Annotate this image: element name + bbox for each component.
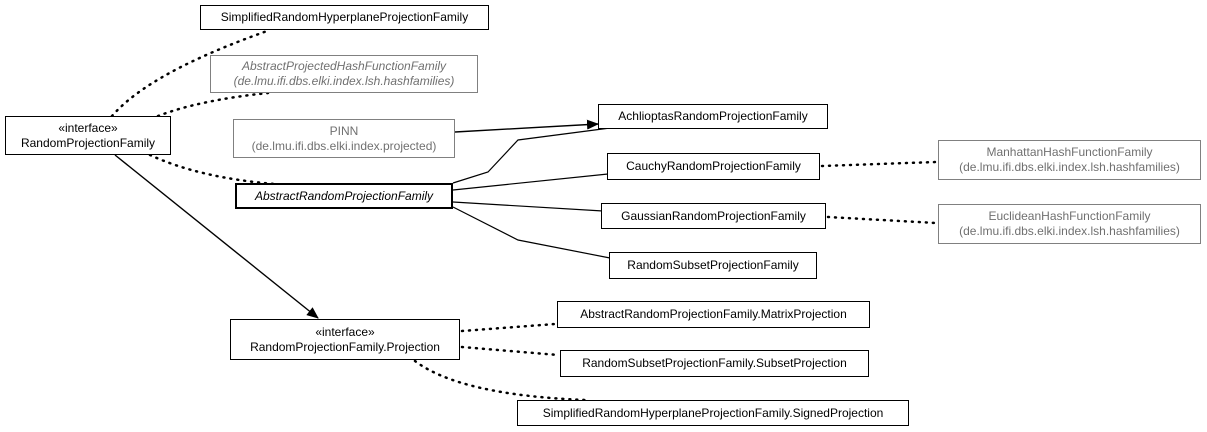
manhattan-hash-name: ManhattanHashFunctionFamily <box>986 145 1153 159</box>
projection-interface-node[interactable]: «interface» RandomProjectionFamily.Proje… <box>230 319 460 360</box>
pinn-node[interactable]: PINN (de.lmu.ifi.dbs.elki.index.projecte… <box>233 119 455 158</box>
random-projection-family-name: RandomProjectionFamily <box>20 135 156 150</box>
abstract-random-projection-label: AbstractRandomProjectionFamily <box>254 188 434 203</box>
projection-interface-name: RandomProjectionFamily.Projection <box>250 339 440 354</box>
euclidean-hash-node[interactable]: EuclideanHashFunctionFamily (de.lmu.ifi.… <box>938 204 1201 244</box>
gaussian-node[interactable]: GaussianRandomProjectionFamily <box>601 203 826 229</box>
edge-rpf-to-abstract-projected-hash <box>156 91 270 118</box>
abstract-projected-hash-node[interactable]: AbstractProjectedHashFunctionFamily (de.… <box>210 55 478 93</box>
gaussian-label: GaussianRandomProjectionFamily <box>621 208 806 223</box>
simplified-hyperplane-label: SimplifiedRandomHyperplaneProjectionFami… <box>220 10 469 24</box>
subset-projection-node[interactable]: RandomSubsetProjectionFamily.SubsetProje… <box>560 350 869 377</box>
edge-arpf-to-achlioptas <box>452 127 611 184</box>
edge-rpf-to-abstract-random-projection <box>148 153 277 186</box>
achlioptas-label: AchlioptasRandomProjectionFamily <box>618 109 808 123</box>
edge-projection-to-subset-projection <box>460 345 560 357</box>
edge-projection-to-signed-projection <box>413 359 587 402</box>
edge-cauchy-to-manhattan-hash <box>820 160 938 168</box>
achlioptas-node[interactable]: AchlioptasRandomProjectionFamily <box>598 104 828 129</box>
edge-arpf-to-cauchy <box>452 173 609 191</box>
abstract-projected-hash-package: (de.lmu.ifi.dbs.elki.index.lsh.hashfamil… <box>233 74 455 88</box>
abstract-random-projection-node[interactable]: AbstractRandomProjectionFamily <box>235 183 453 209</box>
signed-projection-node[interactable]: SimplifiedRandomHyperplaneProjectionFami… <box>517 400 909 426</box>
euclidean-hash-package: (de.lmu.ifi.dbs.elki.index.lsh.hashfamil… <box>959 224 1180 238</box>
matrix-projection-node[interactable]: AbstractRandomProjectionFamily.MatrixPro… <box>557 301 870 328</box>
pinn-package: (de.lmu.ifi.dbs.elki.index.projected) <box>251 138 437 153</box>
projection-interface-stereotype: «interface» <box>315 324 375 339</box>
random-projection-family-node[interactable]: «interface» RandomProjectionFamily <box>5 116 171 155</box>
subset-projection-label: RandomSubsetProjectionFamily.SubsetProje… <box>582 356 847 370</box>
edge-gaussian-to-euclidean-hash <box>826 215 938 225</box>
simplified-hyperplane-node[interactable]: SimplifiedRandomHyperplaneProjectionFami… <box>200 5 489 30</box>
edge-arpf-to-gaussian <box>452 201 604 212</box>
edge-projection-to-matrix-projection <box>460 322 557 333</box>
cauchy-node[interactable]: CauchyRandomProjectionFamily <box>607 153 820 180</box>
random-subset-node[interactable]: RandomSubsetProjectionFamily <box>609 252 817 279</box>
signed-projection-label: SimplifiedRandomHyperplaneProjectionFami… <box>542 405 884 420</box>
abstract-projected-hash-name: AbstractProjectedHashFunctionFamily <box>241 59 447 73</box>
cauchy-label: CauchyRandomProjectionFamily <box>626 159 801 173</box>
manhattan-hash-node[interactable]: ManhattanHashFunctionFamily (de.lmu.ifi.… <box>938 140 1201 180</box>
manhattan-hash-package: (de.lmu.ifi.dbs.elki.index.lsh.hashfamil… <box>959 160 1180 174</box>
edge-pinn-to-achlioptas <box>454 119 599 133</box>
edge-rpf-to-simplified-hyperplane <box>110 28 272 118</box>
pinn-name: PINN <box>329 123 359 138</box>
edge-arpf-to-random-subset <box>452 206 611 259</box>
edge-rpf-to-projection-interface <box>114 154 319 319</box>
euclidean-hash-name: EuclideanHashFunctionFamily <box>988 209 1151 223</box>
matrix-projection-label: AbstractRandomProjectionFamily.MatrixPro… <box>580 307 847 321</box>
random-projection-family-stereotype: «interface» <box>58 120 118 135</box>
random-subset-label: RandomSubsetProjectionFamily <box>627 258 799 272</box>
